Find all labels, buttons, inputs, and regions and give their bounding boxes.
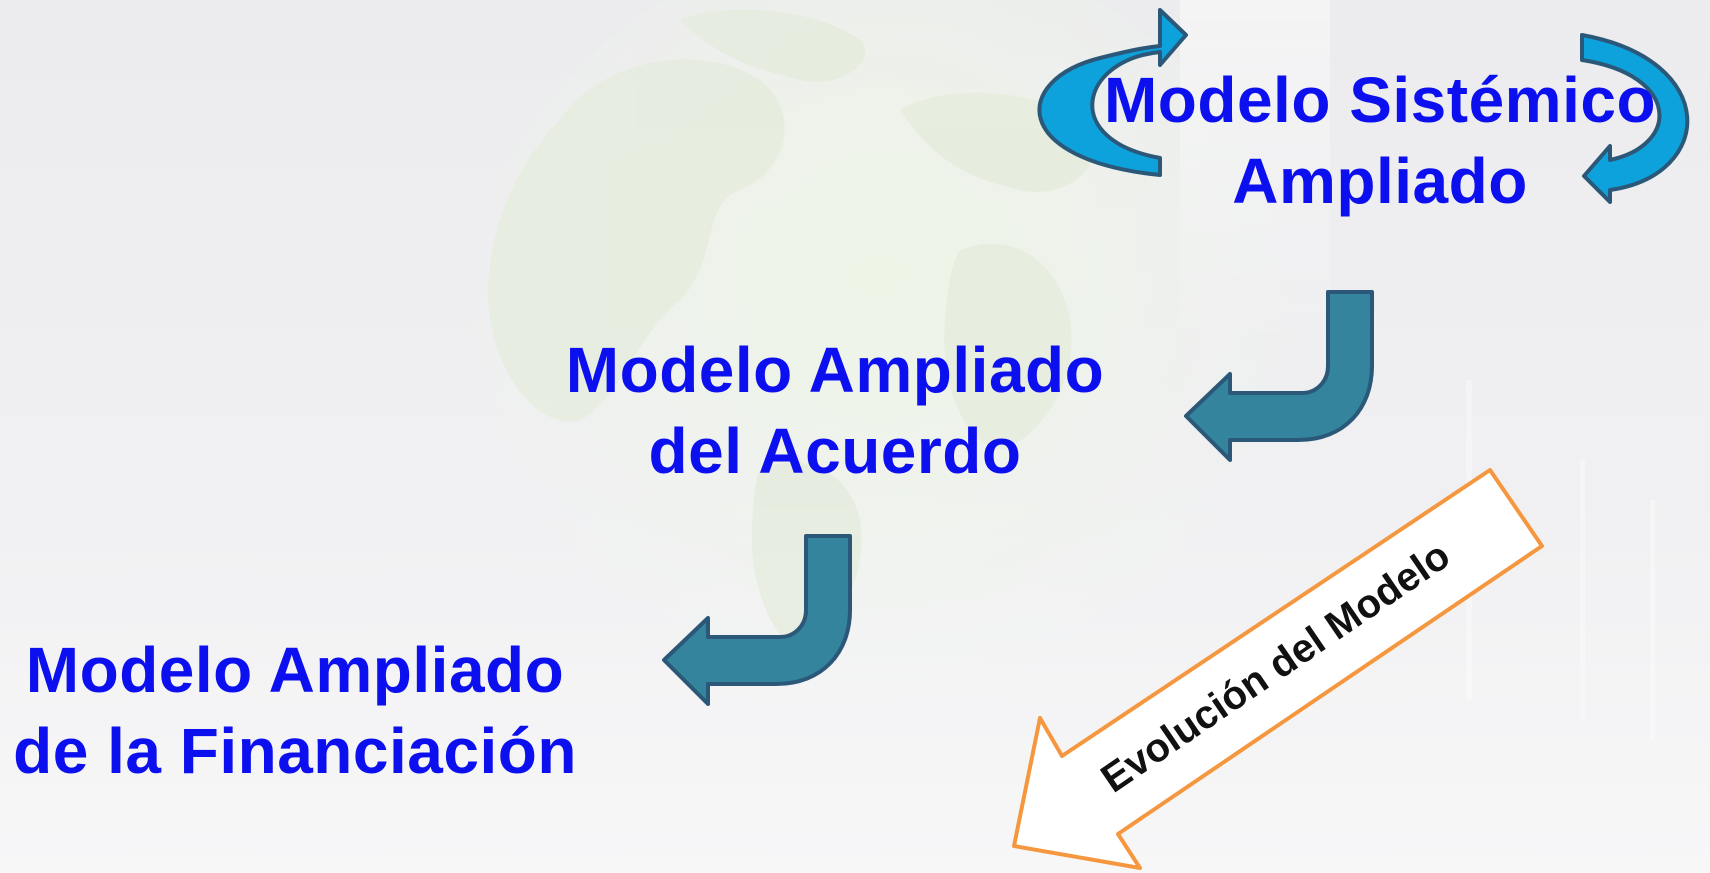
light-beam bbox=[1180, 0, 1330, 360]
node-modelo-ampliado-financiacion: Modelo Ampliado de la Financiación bbox=[0, 630, 590, 793]
cycle-arrow-right-icon bbox=[1580, 33, 1690, 204]
node-modelo-ampliado-acuerdo: Modelo Ampliado del Acuerdo bbox=[530, 330, 1140, 493]
node-label-line: del Acuerdo bbox=[648, 415, 1022, 488]
step-arrow-upper-icon bbox=[1184, 290, 1374, 462]
node-label-line: Ampliado bbox=[1232, 145, 1528, 218]
node-label-line: Modelo Ampliado bbox=[565, 334, 1105, 406]
node-modelo-sistemico-ampliado: Modelo Sistémico Ampliado bbox=[1090, 60, 1670, 223]
node-label-line: de la Financiación bbox=[13, 715, 577, 788]
node-label-line: Modelo Sistémico bbox=[1103, 64, 1657, 136]
cycle-arrow-left-icon bbox=[1037, 8, 1188, 177]
step-arrow-lower-icon bbox=[662, 534, 852, 706]
node-label-line: Modelo Ampliado bbox=[25, 634, 565, 706]
